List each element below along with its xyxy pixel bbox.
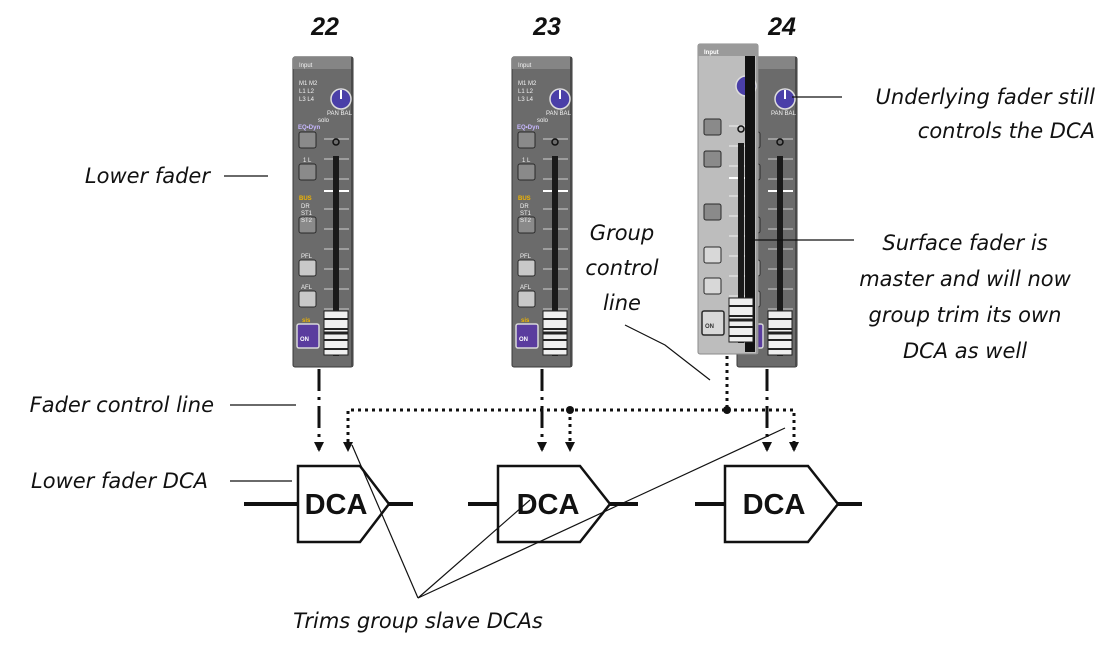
channel-number-23: 23	[532, 13, 561, 41]
channel-number-22: 22	[310, 13, 339, 41]
dca-label: DCA	[517, 489, 580, 521]
group-control-line-text: Group	[590, 221, 654, 245]
surface-fader-text: group trim its own	[869, 303, 1062, 327]
channel-number-24: 24	[767, 13, 796, 41]
channel-strip-22: Input M1 M2 L1 L2 L3 L4 PAN BAL solo EQ•…	[291, 55, 355, 369]
callout-lines	[224, 96, 854, 599]
route-label-m: M1 M2	[299, 81, 318, 87]
dca-block-23: DCA	[468, 464, 638, 544]
surface-fader-text: master and will now	[859, 267, 1071, 291]
trims-group-label: Trims group slave DCAs	[293, 609, 543, 633]
route-label-l34: L3 L4	[518, 97, 534, 103]
group-control-line-text: line	[603, 291, 641, 315]
group-control-line-label: Group control line	[585, 221, 658, 315]
solo-label: solo	[318, 118, 330, 124]
input-label: Input	[704, 50, 719, 56]
pfl-label: PFL	[301, 254, 313, 260]
channel-strip-23: Input M1 M2 L1 L2 L3 L4 PAN BAL solo EQ•…	[510, 55, 574, 369]
on-label: ON	[519, 337, 528, 343]
pan-label: PAN BAL	[546, 111, 572, 117]
input-label: Input	[299, 63, 313, 69]
solo-label: solo	[537, 118, 549, 124]
fader-control-line-label: Fader control line	[30, 393, 214, 417]
junction-dot	[566, 406, 574, 414]
junction-dot	[723, 406, 731, 414]
bus-item-dr: DR	[301, 204, 310, 210]
eq-dyn-label: EQ•Dyn	[298, 125, 320, 131]
pfl-label: PFL	[520, 254, 532, 260]
route-label-l12: L1 L2	[518, 89, 534, 95]
underlying-fader-text: controls the DCA	[918, 119, 1095, 143]
sis-label: sis	[302, 318, 311, 324]
afl-label: AFL	[301, 285, 313, 291]
surface-fader-label: Surface fader is master and will now gro…	[859, 231, 1071, 363]
bus-item-st1: ST1	[520, 211, 532, 217]
bus-item-dr: DR	[520, 204, 529, 210]
bus-item-st2: ST2	[301, 218, 313, 224]
route-label-l34: L3 L4	[299, 97, 315, 103]
surface-fader-text: DCA as well	[903, 339, 1027, 363]
sis-label: sis	[521, 318, 530, 324]
underlying-fader-label: Underlying fader still controls the DCA	[876, 85, 1096, 143]
bus-label: BUS	[299, 196, 312, 202]
sel1-label: 1 L	[303, 158, 312, 164]
lower-fader-label: Lower fader	[85, 164, 211, 188]
underlying-fader-text: Underlying fader still	[876, 85, 1096, 109]
dca-label: DCA	[743, 489, 806, 521]
pan-label: PAN BAL	[327, 111, 353, 117]
surface-fader-text: Surface fader is	[882, 231, 1047, 255]
dca-label: DCA	[305, 489, 368, 521]
bus-item-st1: ST1	[301, 211, 313, 217]
eq-dyn-label: EQ•Dyn	[517, 125, 539, 131]
afl-label: AFL	[520, 285, 532, 291]
dca-block-22: DCA	[244, 464, 413, 544]
on-label: ON	[705, 324, 714, 330]
sel1-label: 1 L	[522, 158, 531, 164]
route-label-m: M1 M2	[518, 81, 537, 87]
group-control-line-text: control	[585, 256, 658, 280]
on-label: ON	[300, 337, 309, 343]
lower-fader-dca-label: Lower fader DCA	[31, 469, 208, 493]
bus-label: BUS	[518, 196, 531, 202]
dca-block-24: DCA	[695, 464, 862, 544]
bus-item-st2: ST2	[520, 218, 532, 224]
channel-strip-24-surface: Input ON	[697, 43, 759, 355]
route-label-l12: L1 L2	[299, 89, 315, 95]
group-control-lines	[343, 356, 799, 452]
input-label: Input	[518, 63, 532, 69]
pan-label: PAN BAL	[771, 111, 797, 117]
